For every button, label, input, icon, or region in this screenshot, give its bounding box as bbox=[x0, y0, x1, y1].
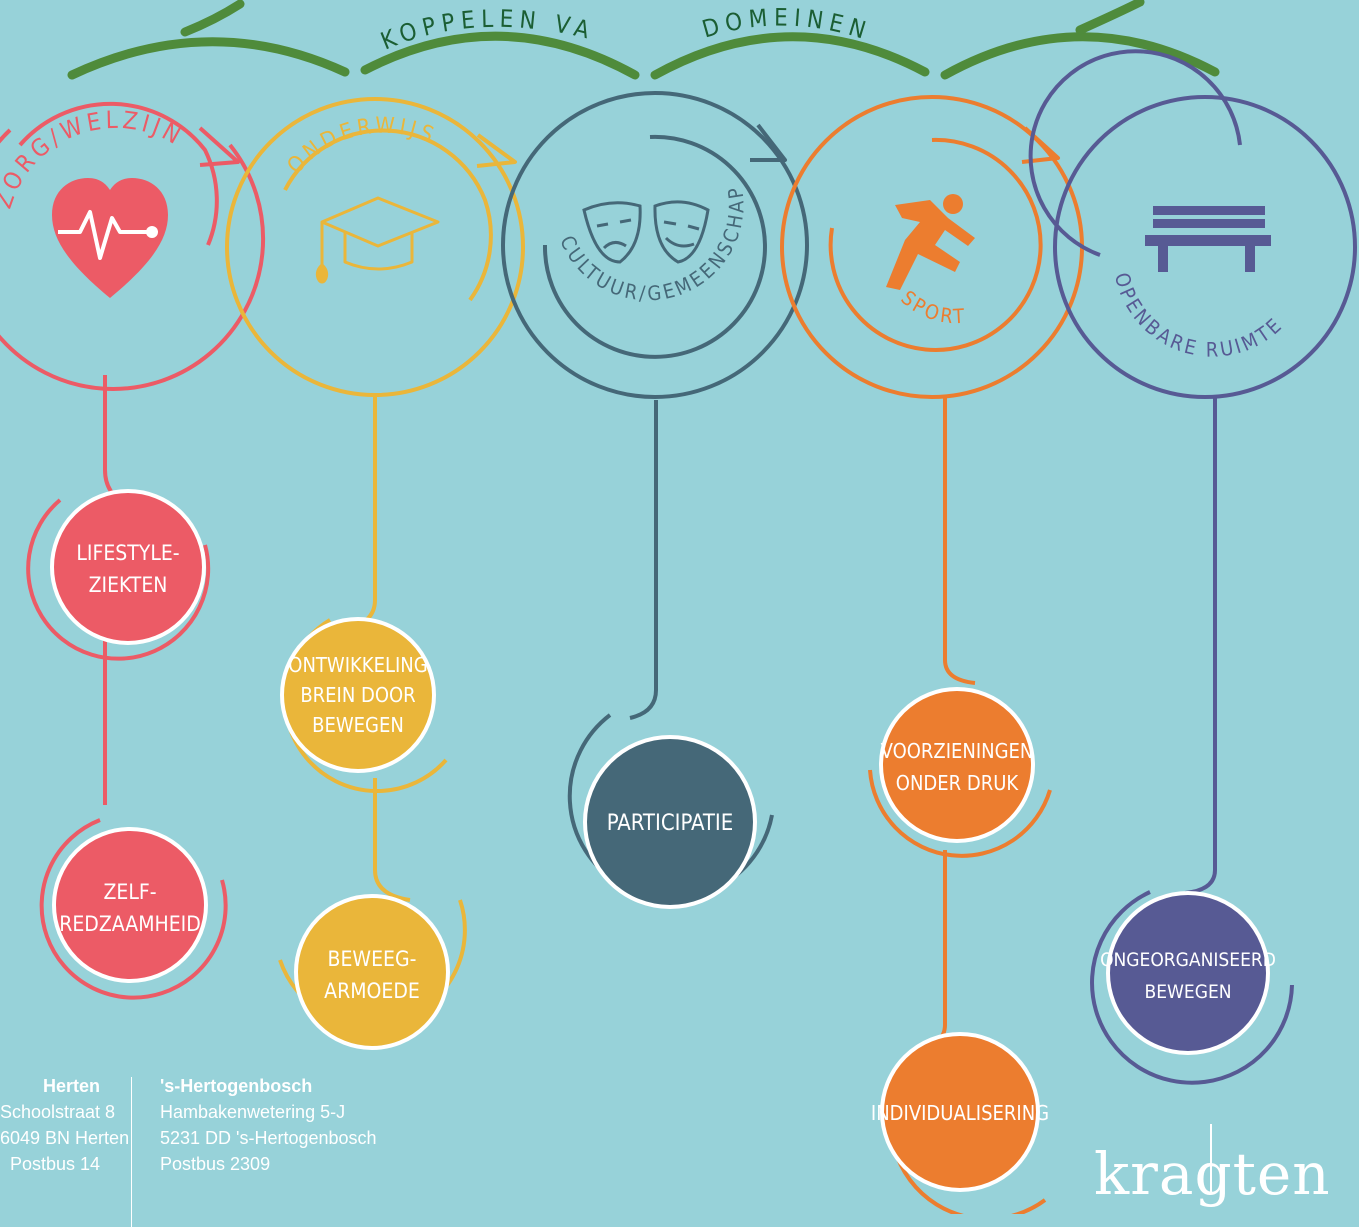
green-arc-0 bbox=[180, 0, 245, 37]
domain-zorg: ZORG/WELZIJN bbox=[0, 101, 266, 391]
openbaar-label: OPENBARE RUIMTE bbox=[1110, 270, 1288, 362]
node-participatie: PARTICIPATIE bbox=[567, 713, 774, 909]
zorg-arrowhead bbox=[198, 126, 240, 167]
ongeorganiseerd-line2: BEWEGEN bbox=[1144, 981, 1231, 1003]
voorzieningen-line2: ONDER DRUK bbox=[896, 771, 1020, 795]
sport-arrowhead bbox=[1021, 126, 1060, 164]
domain-onderwijs: ONDERWIJS bbox=[225, 97, 525, 397]
onderwijs-arrowhead bbox=[476, 133, 517, 168]
cultuur-arrowhead bbox=[750, 123, 787, 162]
node-ongeorganiseerd: ONGEORGANISEERD BEWEGEN bbox=[1090, 890, 1294, 1085]
onderwijs-label: ONDERWIJS bbox=[283, 113, 441, 178]
address-herten: Herten Schoolstraat 8 6049 BN Herten Pos… bbox=[0, 1073, 130, 1177]
logo-tick bbox=[1210, 1124, 1212, 1194]
address-hertogenbosch-postal: 5231 DD 's-Hertogenbosch bbox=[160, 1128, 377, 1148]
sport-inner-arc bbox=[828, 137, 1043, 352]
arc-text-koppelen: KOPPELEN VAN bbox=[0, 0, 598, 55]
openbaar-inner-arc bbox=[1028, 49, 1242, 257]
node-lifestyle: LIFESTYLE- ZIEKTEN bbox=[26, 489, 211, 661]
address-herten-postbus: Postbus 14 bbox=[9, 1154, 100, 1174]
green-arc-2 bbox=[360, 31, 640, 80]
openbaar-outer-ring bbox=[1053, 95, 1357, 399]
green-arc-1 bbox=[67, 37, 350, 80]
ontwikkeling-line3: BEWEGEN bbox=[312, 713, 404, 737]
onderwijs-outer-ring bbox=[225, 97, 525, 397]
connector-sport-1 bbox=[943, 395, 976, 685]
cultuur-outer-ring bbox=[501, 91, 809, 399]
heart-pulse-icon bbox=[52, 178, 168, 298]
runner-icon bbox=[886, 194, 975, 290]
connector-lines bbox=[103, 375, 1217, 1052]
onderwijs-inner-arc bbox=[283, 128, 493, 302]
green-arc-3 bbox=[650, 32, 930, 80]
ongeorganiseerd-line1: ONGEORGANISEERD bbox=[1100, 949, 1276, 971]
address-hertogenbosch-street: Hambakenwetering 5-J bbox=[160, 1102, 346, 1122]
ontwikkeling-line1: ONTWIKKELING bbox=[288, 653, 427, 677]
address-divider bbox=[131, 1077, 132, 1227]
lifestyle-line1: LIFESTYLE- bbox=[76, 541, 179, 565]
address-herten-street: Schoolstraat 8 bbox=[0, 1102, 116, 1122]
zelf-line1: ZELF- bbox=[103, 880, 156, 904]
connector-onderwijs-1 bbox=[339, 395, 377, 632]
beweeg-line2: ARMOEDE bbox=[324, 979, 420, 1003]
bench-icon bbox=[1145, 206, 1271, 272]
connector-openbaar bbox=[1184, 395, 1217, 895]
beweeg-line1: BEWEEG- bbox=[328, 947, 417, 971]
voorzieningen-line1: VOORZIENINGEN bbox=[881, 739, 1034, 763]
address-hertogenbosch-postbus: Postbus 2309 bbox=[160, 1154, 271, 1174]
individualisering-line1: INDIVIDUALISERING bbox=[871, 1101, 1049, 1125]
node-zelf: ZELF- REDZAAMHEID bbox=[39, 818, 228, 1000]
cultuur-inner-arc bbox=[542, 134, 767, 359]
theater-masks-icon bbox=[582, 200, 710, 264]
graduation-cap-icon bbox=[315, 196, 440, 284]
green-arc-4 bbox=[940, 32, 1220, 80]
node-individualisering: INDIVIDUALISERING bbox=[871, 1032, 1049, 1214]
node-beweeg: BEWEEG- ARMOEDE bbox=[278, 894, 467, 1050]
participatie-line1: PARTICIPATIE bbox=[607, 811, 734, 836]
connector-onderwijs-2 bbox=[373, 778, 411, 902]
ontwikkeling-line2: BREIN DOOR bbox=[300, 683, 415, 707]
green-arc-5 bbox=[1075, 0, 1145, 35]
connector-sport-2 bbox=[914, 850, 947, 1052]
lifestyle-line2: ZIEKTEN bbox=[89, 573, 168, 597]
kragten-logo: kragten bbox=[1094, 1140, 1331, 1208]
connector-cultuur bbox=[629, 400, 658, 720]
address-herten-postal: 6049 BN Herten bbox=[0, 1128, 130, 1148]
node-ontwikkeling: ONTWIKKELING BREIN DOOR BEWEGEN bbox=[280, 617, 448, 794]
address-hertogenbosch: 's-Hertogenbosch Hambakenwetering 5-J 52… bbox=[160, 1073, 377, 1177]
top-green-arcs bbox=[67, 0, 1220, 80]
domain-sport: SPORT bbox=[780, 95, 1084, 399]
zorg-outer-ring bbox=[0, 128, 266, 391]
address-herten-heading: Herten bbox=[42, 1076, 100, 1096]
zelf-line2: REDZAAMHEID bbox=[59, 912, 201, 936]
zorg-inner-arc bbox=[18, 101, 219, 246]
sport-label: SPORT bbox=[897, 286, 968, 329]
footer-addresses: Herten Schoolstraat 8 6049 BN Herten Pos… bbox=[0, 1073, 520, 1227]
address-hertogenbosch-heading: 's-Hertogenbosch bbox=[160, 1076, 313, 1096]
node-voorzieningen: VOORZIENINGEN ONDER DRUK bbox=[868, 687, 1052, 858]
